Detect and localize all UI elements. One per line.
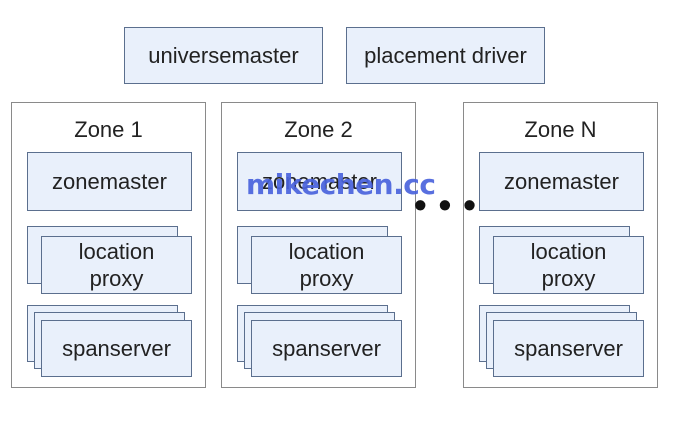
spanserver-box: spanserver bbox=[251, 320, 402, 377]
location-proxy-box: location proxy bbox=[251, 236, 402, 294]
zone-title: Zone 1 bbox=[74, 117, 143, 142]
zonemaster-label: zonemaster bbox=[52, 169, 167, 194]
location-proxy-label: location proxy bbox=[78, 239, 155, 291]
zonemaster-box: zonemaster bbox=[27, 152, 192, 211]
spanserver-label: spanserver bbox=[514, 336, 623, 361]
placement-driver-label: placement driver bbox=[364, 43, 527, 68]
universemaster-box: universemaster bbox=[124, 27, 323, 84]
watermark: mikechen.cc bbox=[246, 168, 436, 201]
location-proxy-label: location proxy bbox=[530, 239, 607, 291]
zone-title: Zone 2 bbox=[284, 117, 353, 142]
spanserver-label: spanserver bbox=[62, 336, 171, 361]
zonemaster-label: zonemaster bbox=[262, 169, 377, 194]
spanserver-label: spanserver bbox=[272, 336, 381, 361]
location-proxy-label: location proxy bbox=[288, 239, 365, 291]
zonemaster-label: zonemaster bbox=[504, 169, 619, 194]
zonemaster-box: zonemaster bbox=[237, 152, 402, 211]
universemaster-label: universemaster bbox=[148, 43, 299, 68]
zone-title: Zone N bbox=[524, 117, 597, 142]
placement-driver-box: placement driver bbox=[346, 27, 545, 84]
location-proxy-box: location proxy bbox=[41, 236, 192, 294]
zonemaster-box: zonemaster bbox=[479, 152, 644, 211]
spanserver-box: spanserver bbox=[41, 320, 192, 377]
location-proxy-box: location proxy bbox=[493, 236, 644, 294]
ellipsis: • • • bbox=[414, 184, 477, 225]
spanserver-box: spanserver bbox=[493, 320, 644, 377]
